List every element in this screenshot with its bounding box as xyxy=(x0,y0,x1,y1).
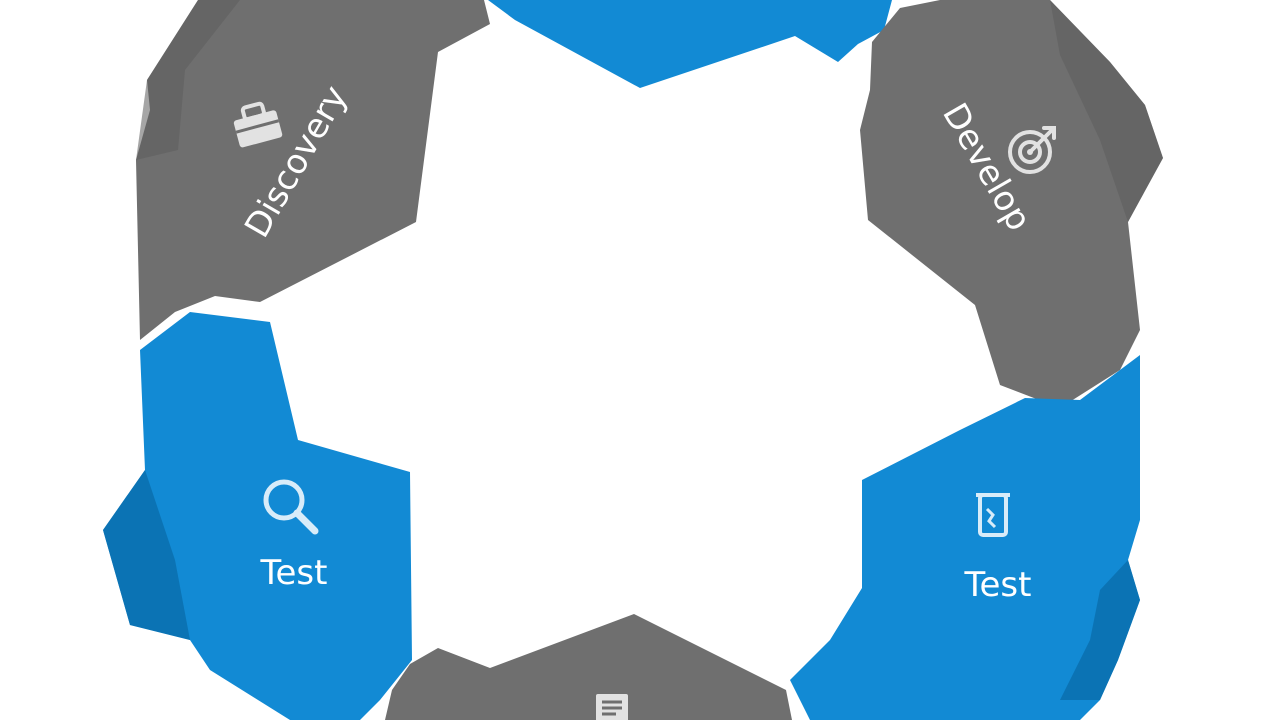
segment-discovery: Discovery xyxy=(136,0,490,340)
segment-test-right: Test xyxy=(790,355,1140,720)
toolbox-icon xyxy=(233,101,283,148)
segment-top xyxy=(488,0,892,88)
magnifier-icon xyxy=(263,479,319,535)
document-icon xyxy=(596,694,628,720)
segment-bottom xyxy=(385,614,792,720)
target-arrow-icon xyxy=(1008,126,1056,174)
segment-test-left: Test xyxy=(103,312,412,720)
test-left-label: Test xyxy=(260,553,328,593)
segment-develop: Develop xyxy=(860,0,1163,408)
beaker-icon xyxy=(976,493,1010,537)
test-right-label: Test xyxy=(964,565,1032,605)
